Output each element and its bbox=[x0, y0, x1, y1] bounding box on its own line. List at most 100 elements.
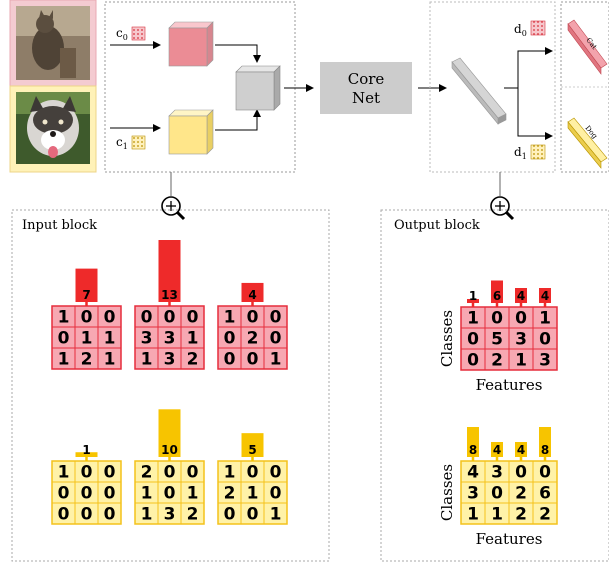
matrix-cell: 2 bbox=[224, 484, 236, 504]
cat-photo bbox=[16, 6, 90, 80]
matrix-cell: 3 bbox=[515, 330, 527, 350]
matrix-cell: 0 bbox=[104, 505, 116, 525]
matrix-cell: 1 bbox=[58, 350, 70, 370]
matrix-cell: 0 bbox=[224, 505, 236, 525]
input-red-sum-bar: 7 bbox=[75, 268, 98, 306]
output-yellow-sum-bar: 8 bbox=[467, 427, 479, 461]
matrix-cell: 0 bbox=[164, 308, 176, 328]
sum-value: 4 bbox=[541, 289, 549, 303]
red-feature-cube bbox=[168, 21, 214, 67]
matrix-cell: 0 bbox=[104, 308, 116, 328]
d1-token-icon bbox=[530, 144, 546, 160]
matrix-cell: 3 bbox=[539, 351, 551, 371]
matrix-cell: 5 bbox=[491, 330, 503, 350]
core-net-box bbox=[320, 62, 412, 114]
classes-axis-label: Classes bbox=[438, 310, 456, 367]
zoom-in-icon[interactable] bbox=[161, 172, 186, 221]
matrix-cell: 2 bbox=[515, 484, 527, 504]
output-block-frame bbox=[380, 209, 609, 562]
c0-label: c0 bbox=[116, 26, 128, 42]
matrix-cell: 0 bbox=[164, 463, 176, 483]
output-yellow-sum-bar: 4 bbox=[515, 442, 527, 461]
input-red-sum-bar: 13 bbox=[158, 240, 181, 306]
matrix-cell: 2 bbox=[187, 505, 199, 525]
matrix-cell: 0 bbox=[81, 484, 93, 504]
c1-token-icon bbox=[131, 135, 146, 150]
zoom-in-icon[interactable] bbox=[490, 172, 515, 221]
sum-value: 5 bbox=[248, 443, 256, 457]
sum-value: 13 bbox=[161, 288, 178, 302]
input-red-sum-bar: 4 bbox=[241, 282, 264, 306]
matrix-cell: 3 bbox=[164, 329, 176, 349]
matrix-cell: 0 bbox=[270, 329, 282, 349]
matrix-cell: 3 bbox=[164, 505, 176, 525]
matrix-cell: 3 bbox=[141, 329, 153, 349]
matrix-cell: 1 bbox=[247, 484, 259, 504]
matrix-cell: 6 bbox=[539, 484, 551, 504]
matrix-cell: 3 bbox=[164, 350, 176, 370]
d0-label: d0 bbox=[514, 22, 527, 38]
core-net-line1: Core bbox=[348, 70, 385, 88]
matrix-cell: 1 bbox=[491, 505, 503, 525]
matrix-cell: 2 bbox=[81, 350, 93, 370]
input-yellow-sum-bar: 1 bbox=[75, 443, 98, 461]
features-axis-label: Features bbox=[476, 376, 543, 394]
matrix-cell: 0 bbox=[539, 330, 551, 350]
matrix-cell: 1 bbox=[141, 505, 153, 525]
matrix-cell: 0 bbox=[539, 463, 551, 483]
sum-value: 10 bbox=[161, 443, 178, 457]
matrix-cell: 1 bbox=[539, 309, 551, 329]
matrix-cell: 1 bbox=[270, 505, 282, 525]
matrix-cell: 0 bbox=[58, 329, 70, 349]
matrix-cell: 0 bbox=[58, 505, 70, 525]
output-yellow-sum-bar: 4 bbox=[491, 442, 503, 461]
matrix-cell: 0 bbox=[224, 329, 236, 349]
output-red-sum-bar: 6 bbox=[491, 280, 503, 307]
matrix-cell: 0 bbox=[270, 484, 282, 504]
arrow-red-merge bbox=[215, 44, 261, 63]
matrix-cell: 1 bbox=[58, 308, 70, 328]
d1-label: d1 bbox=[514, 145, 527, 161]
decoder-output-bar bbox=[451, 57, 507, 125]
features-axis-label: Features bbox=[476, 530, 543, 548]
sum-value: 4 bbox=[493, 443, 501, 457]
input-yellow-sum-bar: 5 bbox=[241, 433, 264, 461]
matrix-cell: 2 bbox=[515, 505, 527, 525]
c0-token-icon bbox=[131, 26, 146, 41]
input-yellow-sum-bar: 10 bbox=[158, 409, 181, 461]
matrix-cell: 1 bbox=[224, 308, 236, 328]
input-images bbox=[9, 0, 97, 173]
core-net-line2: Net bbox=[352, 89, 380, 107]
input-block-title: Input block bbox=[22, 218, 97, 233]
matrix-cell: 2 bbox=[539, 505, 551, 525]
output-yellow-sum-bar: 8 bbox=[539, 427, 551, 461]
class-output-box bbox=[560, 1, 609, 173]
matrix-cell: 0 bbox=[247, 350, 259, 370]
input-block-frame bbox=[11, 209, 330, 562]
matrix-cell: 0 bbox=[81, 308, 93, 328]
matrix-cell: 0 bbox=[187, 308, 199, 328]
matrix-cell: 0 bbox=[58, 484, 70, 504]
matrix-cell: 0 bbox=[247, 505, 259, 525]
matrix-cell: 1 bbox=[104, 329, 116, 349]
matrix-cell: 0 bbox=[467, 330, 479, 350]
matrix-cell: 1 bbox=[58, 463, 70, 483]
dog-output-bar bbox=[567, 117, 608, 169]
matrix-cell: 0 bbox=[491, 484, 503, 504]
output-red-sum-bar: 4 bbox=[539, 288, 551, 307]
sum-value: 8 bbox=[541, 443, 549, 457]
matrix-cell: 2 bbox=[187, 350, 199, 370]
arrow-to-cat bbox=[504, 47, 553, 89]
matrix-cell: 0 bbox=[164, 484, 176, 504]
matrix-cell: 1 bbox=[141, 484, 153, 504]
arrow-to-dog bbox=[504, 87, 553, 140]
matrix-cell: 0 bbox=[270, 463, 282, 483]
output-red-sum-bar: 4 bbox=[515, 288, 527, 307]
sum-value: 8 bbox=[469, 443, 477, 457]
matrix-cell: 0 bbox=[515, 309, 527, 329]
